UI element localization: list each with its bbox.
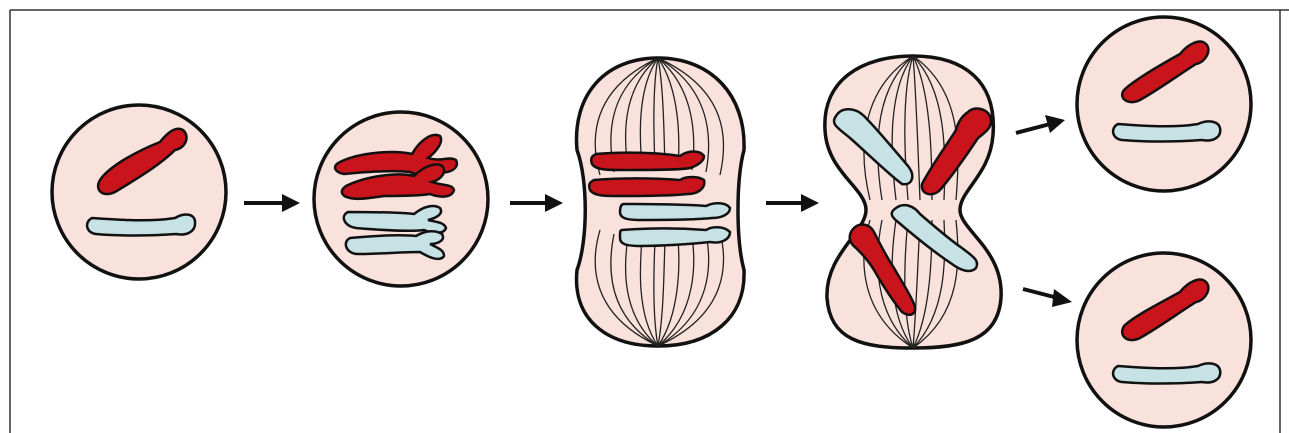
arrow-right-icon: [244, 194, 300, 212]
daughter-cell-bottom: [1077, 253, 1251, 427]
interphase-cell: [52, 105, 226, 279]
daughter-cell-top: [1077, 17, 1251, 191]
arrow-right-icon: [1016, 115, 1065, 133]
metaphase-cell: [577, 58, 745, 346]
arrow-right-icon: [510, 194, 563, 212]
anaphase-cell: [825, 56, 1001, 348]
prophase-cell: [314, 112, 488, 286]
arrow-right-icon: [1023, 289, 1072, 307]
arrow-right-icon: [766, 194, 819, 212]
